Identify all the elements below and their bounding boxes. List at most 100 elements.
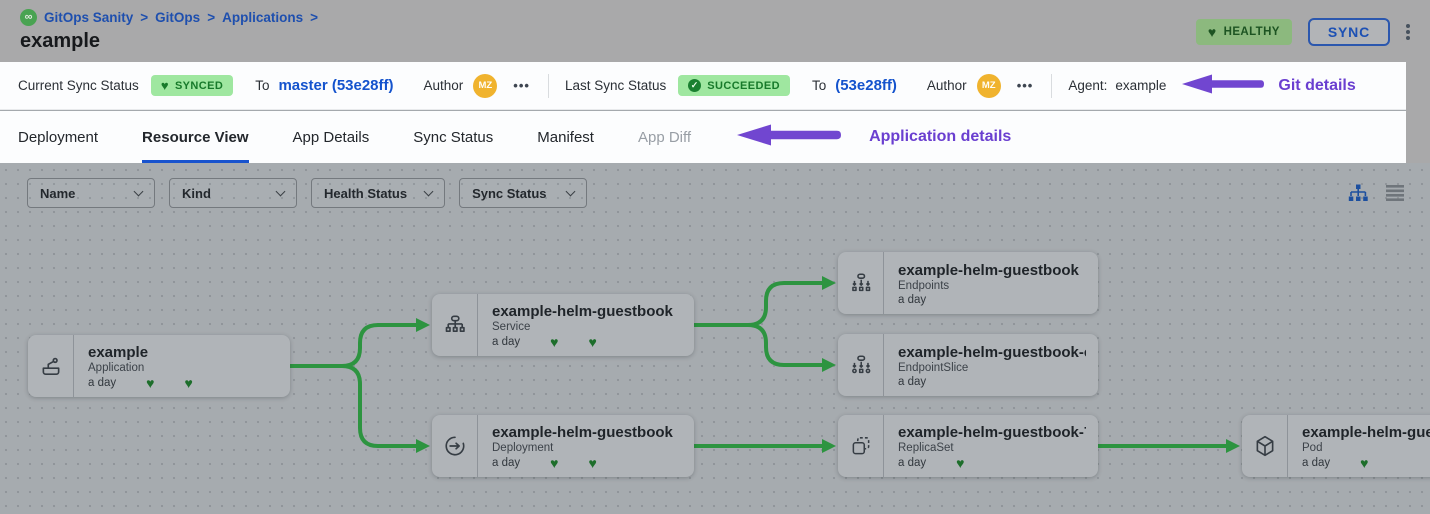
succeeded-badge-label: SUCCEEDED <box>707 79 780 92</box>
to-label: To <box>255 78 270 93</box>
dropdown-label: Sync Status <box>472 185 547 201</box>
list-view-icon[interactable] <box>1386 185 1404 201</box>
tab-bar: Deployment Resource View App Details Syn… <box>0 111 1406 163</box>
title-actions: ♥ HEALTHY SYNC <box>1195 18 1410 46</box>
node-meta: a day ♥ <box>1302 456 1430 470</box>
page-title: example <box>20 30 101 52</box>
more-options-icon[interactable]: ••• <box>1016 78 1034 93</box>
author-avatar[interactable]: MZ <box>473 73 498 98</box>
node-name: example-helm-guestbook <box>492 423 673 441</box>
breadcrumb-separator: > <box>207 10 216 25</box>
dropdown-label: Kind <box>182 185 211 201</box>
sync-heart-icon: ♥ <box>588 333 597 350</box>
node-service-example-helm-guestbook[interactable]: example-helm-guestbook Service a day ♥ ♥ <box>432 294 694 356</box>
node-age: a day <box>1302 456 1331 469</box>
synced-badge-label: SYNCED <box>174 79 224 92</box>
tab-label: Deployment <box>18 128 99 146</box>
tab-label: Manifest <box>537 128 594 146</box>
node-name: example-helm-guestbook <box>898 261 1079 279</box>
node-meta: a day <box>898 294 1079 306</box>
resource-tree-canvas: Name Kind Health Status Sync Status <box>0 163 1430 514</box>
author-avatar[interactable]: MZ <box>976 73 1001 98</box>
git-details-annotation: Git details <box>1278 76 1356 94</box>
tab-label: Sync Status <box>413 128 494 146</box>
node-endpointslice-example-helm-guestbook[interactable]: example-helm-guestbook-ct... EndpointSli… <box>838 334 1098 396</box>
breadcrumb-item-gitops[interactable]: GitOps <box>155 10 201 25</box>
kebab-menu-icon[interactable] <box>1406 24 1410 40</box>
node-meta: a day <box>898 376 1086 388</box>
tab-app-diff[interactable]: App Diff <box>638 111 691 163</box>
heart-icon: ♥ <box>1207 24 1217 40</box>
tab-app-details[interactable]: App Details <box>293 111 370 163</box>
node-body: example-helm-guestbook-74... ReplicaSet … <box>884 415 1098 477</box>
health-heart-icon: ♥ <box>550 333 559 350</box>
dropdown-label: Name <box>40 185 76 201</box>
node-kind: Application <box>88 361 145 374</box>
node-name: example <box>88 343 149 361</box>
sync-status-filter-dropdown[interactable]: Sync Status <box>459 178 588 208</box>
node-name: example-helm-guestbook-ct... <box>898 343 1086 361</box>
node-body: example-helm-guestbook Service a day ♥ ♥ <box>478 294 685 356</box>
author-label: Author <box>926 78 967 93</box>
node-body: example-helm-guestbook Pod a day ♥ <box>1288 415 1430 477</box>
tab-resource-view[interactable]: Resource View <box>142 111 249 163</box>
node-age: a day <box>88 376 117 389</box>
chevron-down-icon <box>133 186 144 196</box>
last-revision-link[interactable]: (53e28ff) <box>835 77 897 94</box>
name-filter-dropdown[interactable]: Name <box>27 178 155 208</box>
divider <box>1051 73 1053 98</box>
node-name: example-helm-guestbook <box>1302 423 1430 441</box>
tab-sync-status[interactable]: Sync Status <box>413 111 493 163</box>
tab-manifest[interactable]: Manifest <box>537 111 594 163</box>
node-kind: Deployment <box>492 441 554 454</box>
node-endpoints-example-helm-guestbook[interactable]: example-helm-guestbook Endpoints a day <box>838 252 1098 314</box>
node-body: example-helm-guestbook Deployment a day … <box>478 415 685 477</box>
heart-icon: ♥ <box>160 78 169 93</box>
replicaset-icon <box>838 415 884 477</box>
breadcrumb: ∞ GitOps Sanity > GitOps > Applications … <box>20 9 318 26</box>
agent-label: Agent: <box>1068 78 1108 93</box>
node-age: a day <box>898 293 927 306</box>
sync-button[interactable]: SYNC <box>1307 18 1390 46</box>
application-icon <box>28 335 74 397</box>
deployment-icon <box>432 415 478 477</box>
node-meta: a day ♥ ♥ <box>88 376 193 390</box>
header-gray-edge <box>1406 62 1430 163</box>
node-kind: Endpoints <box>898 279 950 292</box>
node-age: a day <box>898 375 927 388</box>
tree-view-icon[interactable] <box>1348 184 1368 202</box>
breadcrumb-separator: > <box>140 10 149 25</box>
node-body: example-helm-guestbook Endpoints a day <box>884 252 1091 314</box>
sync-heart-icon: ♥ <box>184 374 193 391</box>
node-age: a day <box>492 456 521 469</box>
health-heart-icon: ♥ <box>146 374 155 391</box>
breadcrumb-item-gitops-sanity[interactable]: GitOps Sanity <box>44 10 134 25</box>
view-toggles <box>1348 184 1404 202</box>
node-deployment-example-helm-guestbook[interactable]: example-helm-guestbook Deployment a day … <box>432 415 694 477</box>
node-meta: a day ♥ ♥ <box>492 335 673 349</box>
breadcrumb-item-applications[interactable]: Applications <box>222 10 304 25</box>
synced-badge: ♥ SYNCED <box>150 75 234 96</box>
active-tab-underline <box>142 160 249 163</box>
gitops-logo-icon: ∞ <box>20 9 37 26</box>
node-pod-example-helm-guestbook[interactable]: example-helm-guestbook Pod a day ♥ <box>1242 415 1430 477</box>
tab-deployment[interactable]: Deployment <box>18 111 98 163</box>
health-status-filter-dropdown[interactable]: Health Status <box>311 178 446 208</box>
last-sync-status-label: Last Sync Status <box>564 78 667 93</box>
current-revision-link[interactable]: master (53e28ff) <box>278 77 394 94</box>
node-replicaset-example-helm-guestbook[interactable]: example-helm-guestbook-74... ReplicaSet … <box>838 415 1098 477</box>
git-details-arrow-icon <box>1182 73 1265 98</box>
node-kind: EndpointSlice <box>898 361 969 374</box>
endpointslice-icon <box>838 334 884 396</box>
node-meta: a day ♥ <box>898 456 1086 470</box>
filter-bar: Name Kind Health Status Sync Status <box>27 178 588 208</box>
node-body: example Application a day ♥ ♥ <box>74 335 205 397</box>
service-icon <box>432 294 478 356</box>
author-label: Author <box>423 78 464 93</box>
more-options-icon[interactable]: ••• <box>513 78 530 93</box>
node-application-example[interactable]: example Application a day ♥ ♥ <box>28 335 290 397</box>
node-name: example-helm-guestbook-74... <box>898 423 1086 441</box>
kind-filter-dropdown[interactable]: Kind <box>169 178 297 208</box>
node-kind: Pod <box>1302 441 1323 454</box>
